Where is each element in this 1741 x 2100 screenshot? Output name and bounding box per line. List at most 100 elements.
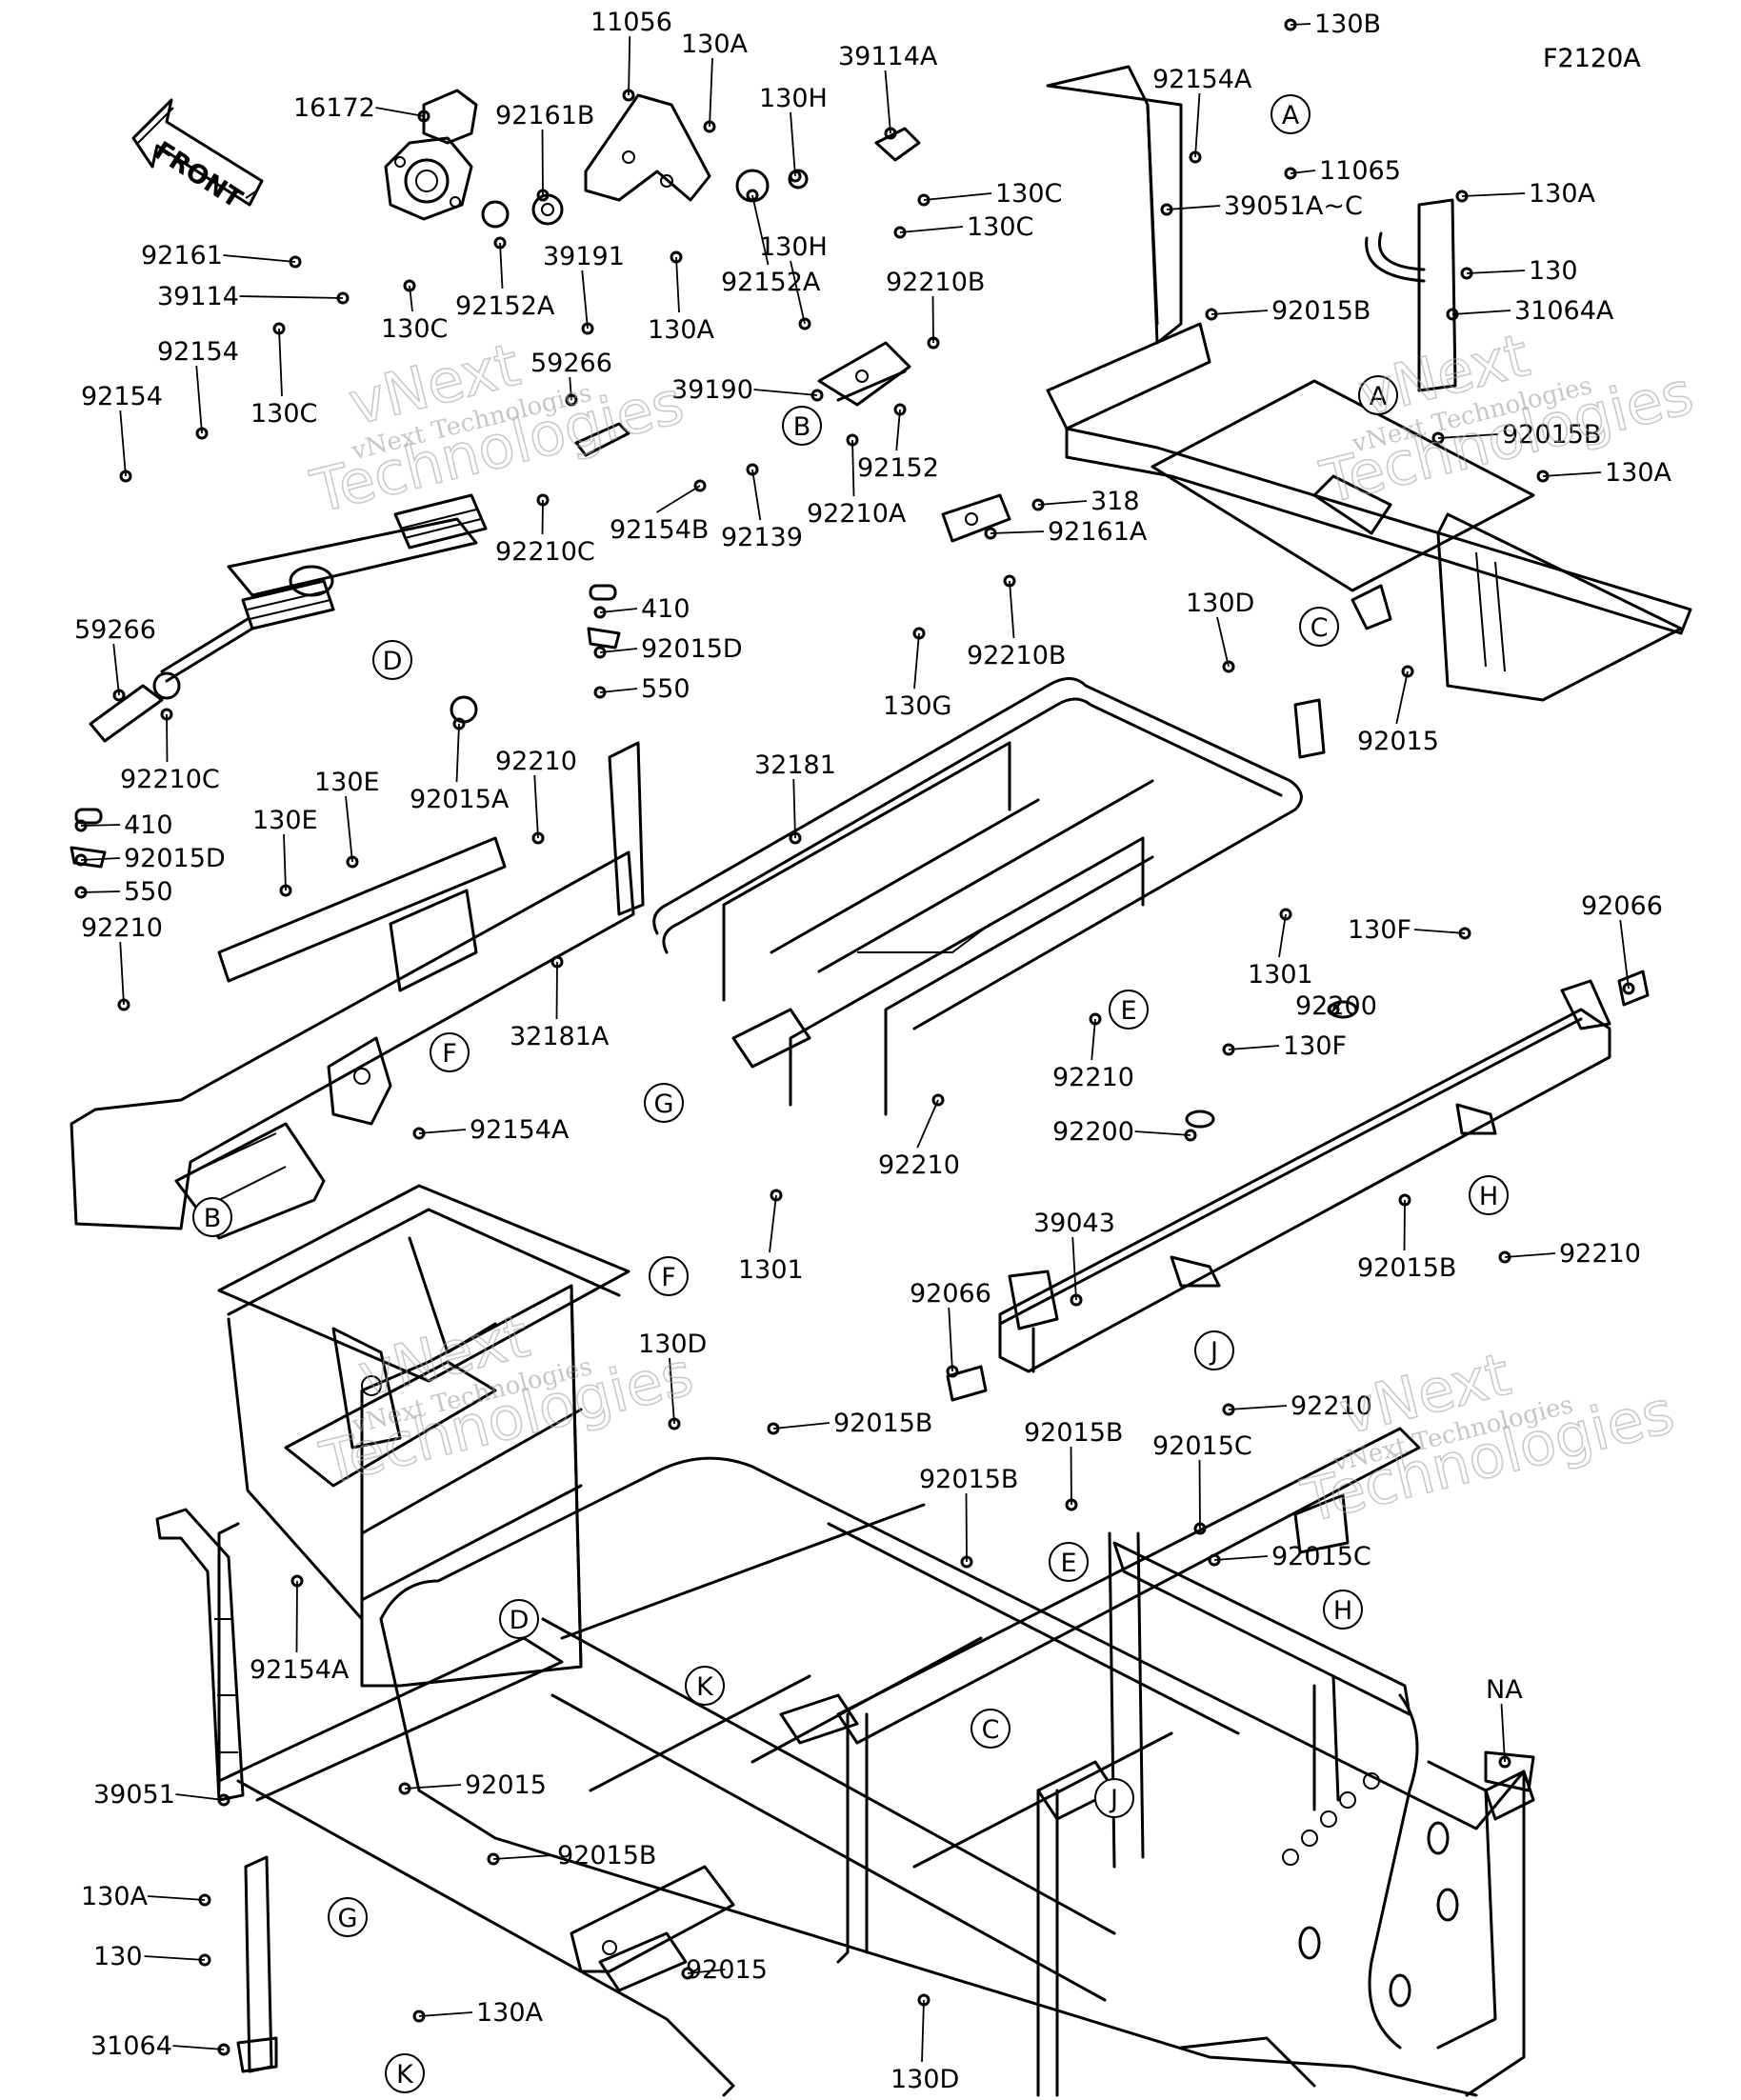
fastener-icon xyxy=(1279,908,1292,921)
part-label-92015: 92015 xyxy=(465,1770,547,1800)
fastener-icon xyxy=(1208,1553,1221,1567)
leader-line xyxy=(1091,1018,1096,1061)
part-label-130h: 130H xyxy=(759,84,828,113)
part-label-130: 130 xyxy=(93,1942,143,1971)
part-label-92154b: 92154B xyxy=(610,515,709,545)
leader-line xyxy=(345,795,353,863)
leader-line xyxy=(1403,1199,1406,1251)
part-label-92015b: 92015B xyxy=(1502,420,1601,450)
fastener-icon xyxy=(1205,308,1218,321)
ref-marker-f: F xyxy=(430,1032,470,1072)
fastener-icon xyxy=(536,493,550,507)
part-label-130a: 130A xyxy=(648,315,715,345)
ref-marker-g: G xyxy=(328,1897,368,1937)
watermark-center-left: vNext vNext Technologies Technologies xyxy=(313,1300,701,1499)
leader-line xyxy=(1466,270,1526,274)
fastener-icon xyxy=(1284,167,1297,180)
fastener-icon xyxy=(452,717,466,730)
fastener-icon xyxy=(789,831,802,845)
part-label-59266: 59266 xyxy=(530,349,612,378)
leader-line xyxy=(709,57,713,128)
cage-32181 xyxy=(652,677,1326,1116)
part-label-92210: 92210 xyxy=(1052,1063,1134,1092)
fastener-icon xyxy=(1222,660,1235,673)
fastener-icon xyxy=(1327,1003,1340,1016)
leader-line xyxy=(948,1307,953,1372)
fastener-icon xyxy=(668,1417,681,1430)
ref-marker-j: J xyxy=(1194,1330,1234,1370)
fastener-icon xyxy=(917,193,931,207)
leader-line xyxy=(1332,1005,1336,1010)
svg-text:D: D xyxy=(383,647,403,676)
column-bracket-39190 xyxy=(817,341,1011,543)
fastener-icon xyxy=(289,255,302,269)
ref-marker-k: K xyxy=(385,2053,425,2093)
part-label-130: 130 xyxy=(1529,256,1578,286)
fastener-icon xyxy=(195,427,209,440)
fastener-icon xyxy=(622,89,635,102)
part-label-92210: 92210 xyxy=(1559,1239,1641,1269)
leader-line xyxy=(1413,929,1466,934)
part-label-92015a: 92015A xyxy=(410,785,510,814)
leader-line xyxy=(175,1793,225,1801)
leader-line xyxy=(283,833,287,891)
part-label-92152a: 92152A xyxy=(455,291,555,321)
part-label-1301: 1301 xyxy=(738,1255,804,1285)
roll-frame-39051a xyxy=(1046,65,1692,702)
fastener-icon xyxy=(917,1993,931,2007)
svg-text:F: F xyxy=(442,1039,457,1069)
leader-line xyxy=(751,469,762,521)
fastener-icon xyxy=(417,110,430,123)
part-label-92066: 92066 xyxy=(910,1279,991,1309)
svg-text:B: B xyxy=(204,1204,222,1233)
leader-line xyxy=(1194,92,1201,158)
fastener-icon xyxy=(1401,665,1414,678)
part-label-16172: 16172 xyxy=(293,93,375,123)
fastener-icon xyxy=(1089,1012,1102,1026)
ref-marker-e: E xyxy=(1049,1542,1089,1582)
fastener-icon xyxy=(746,463,759,476)
leader-line xyxy=(112,643,120,696)
fastener-icon xyxy=(1003,574,1016,588)
ref-marker-d: D xyxy=(372,640,412,680)
part-label-130d: 130D xyxy=(638,1330,707,1359)
leader-line xyxy=(499,242,504,290)
fastener-icon xyxy=(74,853,88,867)
leader-line xyxy=(166,713,169,763)
part-label-92210c: 92210C xyxy=(495,537,595,567)
part-label-92015b: 92015B xyxy=(557,1841,656,1870)
part-label-92154a: 92154A xyxy=(470,1115,570,1145)
watermark-top-left: vNext vNext Technologies Technologies xyxy=(304,329,691,528)
ref-marker-c: C xyxy=(971,1709,1011,1749)
fastener-icon xyxy=(272,322,286,335)
leader-line xyxy=(541,129,544,196)
svg-text:K: K xyxy=(696,1672,714,1702)
fastener-icon xyxy=(1622,982,1635,995)
leader-line xyxy=(916,1099,939,1149)
ref-marker-c: C xyxy=(1299,607,1339,647)
leader-line xyxy=(751,194,770,266)
fastener-icon xyxy=(117,998,130,1011)
fastener-icon xyxy=(531,831,545,845)
part-label-92200: 92200 xyxy=(1052,1117,1134,1147)
part-label-92210b: 92210B xyxy=(967,641,1066,670)
fastener-icon xyxy=(810,389,824,402)
fastener-icon xyxy=(593,686,607,699)
fastener-icon xyxy=(74,819,88,832)
leader-line xyxy=(1070,1446,1072,1506)
part-label-92210: 92210 xyxy=(81,913,163,943)
fastener-icon xyxy=(767,1422,780,1435)
fastener-icon xyxy=(798,317,811,330)
leader-line xyxy=(1213,1555,1269,1561)
leader-line xyxy=(931,295,934,344)
part-label-130a: 130A xyxy=(1529,179,1596,209)
part-label-92154: 92154 xyxy=(157,337,239,367)
nut-130h xyxy=(788,169,809,190)
leader-line xyxy=(195,365,203,434)
fastener-icon xyxy=(1189,150,1202,164)
part-label-92210: 92210 xyxy=(1291,1391,1372,1421)
leader-line xyxy=(375,107,425,117)
ref-marker-d: D xyxy=(499,1599,539,1639)
connector-39114a xyxy=(874,127,921,162)
fastener-icon xyxy=(1065,1498,1078,1511)
